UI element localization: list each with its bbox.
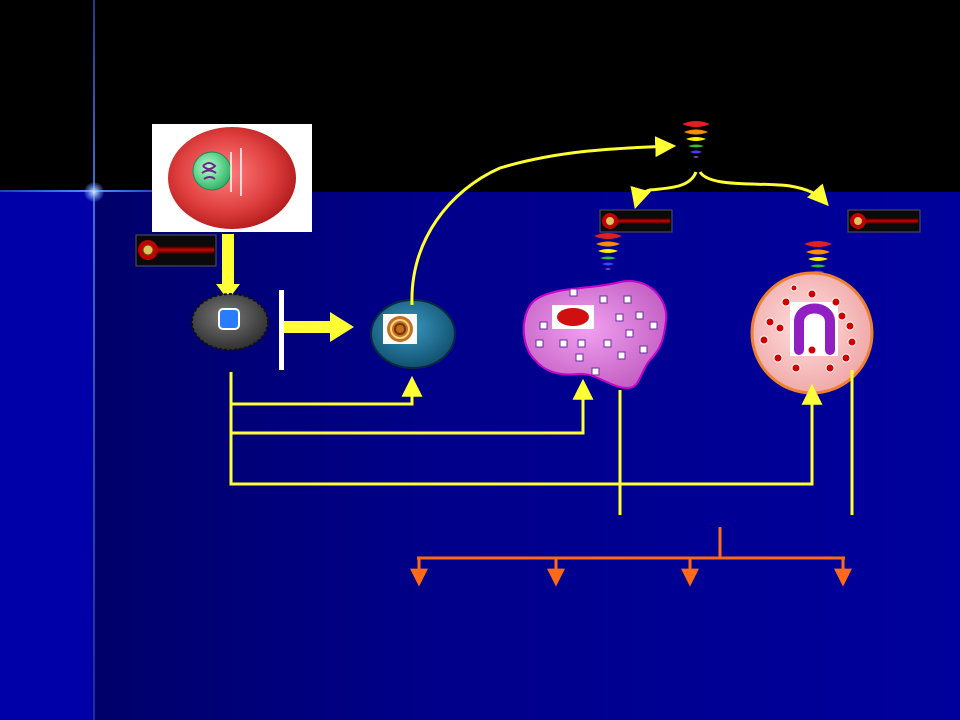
output-bracket — [410, 527, 852, 587]
spiral-nucleus-icon — [383, 314, 417, 344]
connector-to-pink — [229, 383, 823, 486]
cytokine-spiral-mid — [594, 233, 622, 270]
arrow-teal-to-cytokine — [410, 136, 677, 306]
pink-granular-cell — [750, 271, 874, 395]
arrow-red-to-dark — [216, 234, 240, 300]
receptor-bar-right — [847, 209, 921, 233]
connector-to-teal — [229, 372, 423, 406]
dark-round-cell — [191, 293, 269, 351]
connector-to-purple — [229, 378, 594, 435]
left-strip — [0, 192, 95, 720]
bilobed-nucleus-icon — [790, 302, 838, 356]
decorative-glow — [84, 182, 104, 202]
teal-cell — [370, 299, 456, 369]
arrow-cytokine-right — [698, 170, 829, 207]
receptor-bar-left — [135, 234, 217, 267]
purple-granular-cell — [522, 280, 668, 390]
receptor-bar-mid — [599, 209, 673, 233]
arrow-cytokine-left — [630, 171, 698, 210]
dividing-nucleus-icon — [192, 148, 242, 196]
blue-square-icon — [218, 308, 240, 330]
connector-lines — [229, 370, 854, 515]
decorative-vertical-line — [93, 0, 95, 720]
large-red-cell — [152, 124, 312, 232]
cytokine-spiral-top — [682, 121, 710, 158]
inhibit-arrow — [279, 290, 354, 370]
